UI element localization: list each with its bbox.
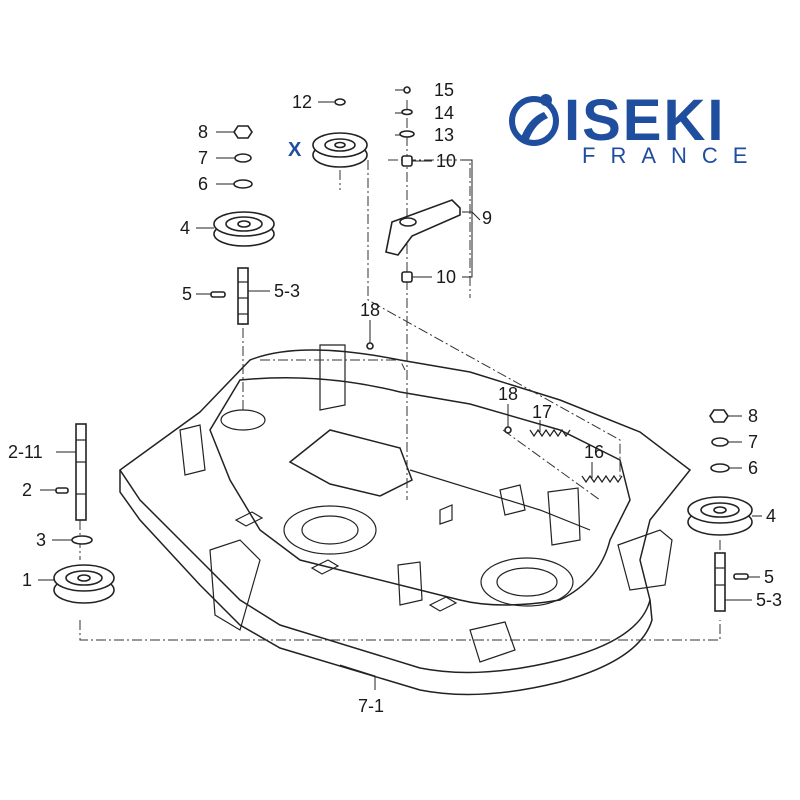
bushing-icon (401, 155, 413, 167)
callout-5-right: 5 (764, 567, 774, 587)
callout-5-3-right: 5-3 (756, 590, 782, 610)
callout-12: 12 (292, 92, 312, 112)
callout-7-right: 7 (748, 432, 758, 452)
callout-16: 16 (584, 442, 604, 462)
callout-7-left: 7 (198, 148, 208, 168)
spindle-shaft-icon (237, 267, 249, 325)
washer-icon (711, 437, 729, 447)
leader-lines (38, 89, 762, 690)
callout-8-left: 8 (198, 122, 208, 142)
nut-icon (709, 409, 729, 423)
callout-13: 13 (434, 125, 454, 145)
callout-3: 3 (36, 530, 46, 550)
idler-arm-assembly (312, 86, 461, 283)
key-pin-icon (210, 291, 226, 298)
left-lower-spindle (53, 423, 115, 604)
idler-arm-icon (385, 199, 461, 256)
callout-10-top: 10 (436, 151, 456, 171)
callout-2-11: 2-11 (8, 442, 43, 462)
spring-icon (529, 428, 571, 438)
nut-icon (233, 125, 253, 139)
mower-deck (118, 344, 692, 696)
callout-15: 15 (434, 80, 454, 100)
callout-5-3-left: 5-3 (274, 281, 300, 301)
washer-icon (234, 153, 252, 163)
callout-9: 9 (482, 208, 492, 228)
callout-7-1: 7-1 (358, 696, 384, 716)
spindle-shaft-icon (714, 552, 726, 612)
callout-14: 14 (434, 103, 454, 123)
brand-region: FRANCE (582, 143, 762, 168)
callout-5-left: 5 (182, 284, 192, 304)
bolt-icon (504, 426, 512, 434)
callout-4-left: 4 (180, 218, 190, 238)
washer-icon (71, 535, 93, 545)
bushing-icon (401, 271, 413, 283)
callout-4-right: 4 (766, 506, 776, 526)
pulley-icon (213, 211, 275, 247)
iseki-emblem-icon (509, 94, 559, 146)
key-pin-icon (55, 487, 69, 494)
callout-6-left: 6 (198, 174, 208, 194)
callout-18-top: 18 (360, 300, 380, 320)
idler-pulley-icon (312, 132, 368, 168)
callout-17: 17 (532, 402, 552, 422)
pulley-icon (687, 496, 753, 536)
brand-name: ISEKI (564, 88, 726, 153)
left-upper-spindle (210, 125, 275, 325)
callout-2: 2 (22, 480, 32, 500)
spring-icon (581, 474, 623, 484)
callout-1: 1 (22, 570, 32, 590)
key-pin-icon (733, 573, 749, 580)
assembly-lines (79, 100, 721, 641)
circlip-icon (334, 98, 346, 106)
pulley-icon (53, 564, 115, 604)
callout-18-mid: 18 (498, 384, 518, 404)
iseki-logo: ISEKI FRANCE (509, 88, 762, 168)
spindle-shaft-icon (75, 423, 87, 521)
callout-6-right: 6 (748, 458, 758, 478)
right-spindle (687, 409, 753, 612)
springs (366, 342, 623, 484)
callout-labels: 15 14 13 12 X 10 9 10 8 7 6 4 5 5-3 18 1… (8, 80, 782, 716)
callout-8-right: 8 (748, 406, 758, 426)
callout-x-marker: X (288, 139, 302, 161)
bolt-icon (366, 342, 374, 350)
callout-10-bottom: 10 (436, 267, 456, 287)
